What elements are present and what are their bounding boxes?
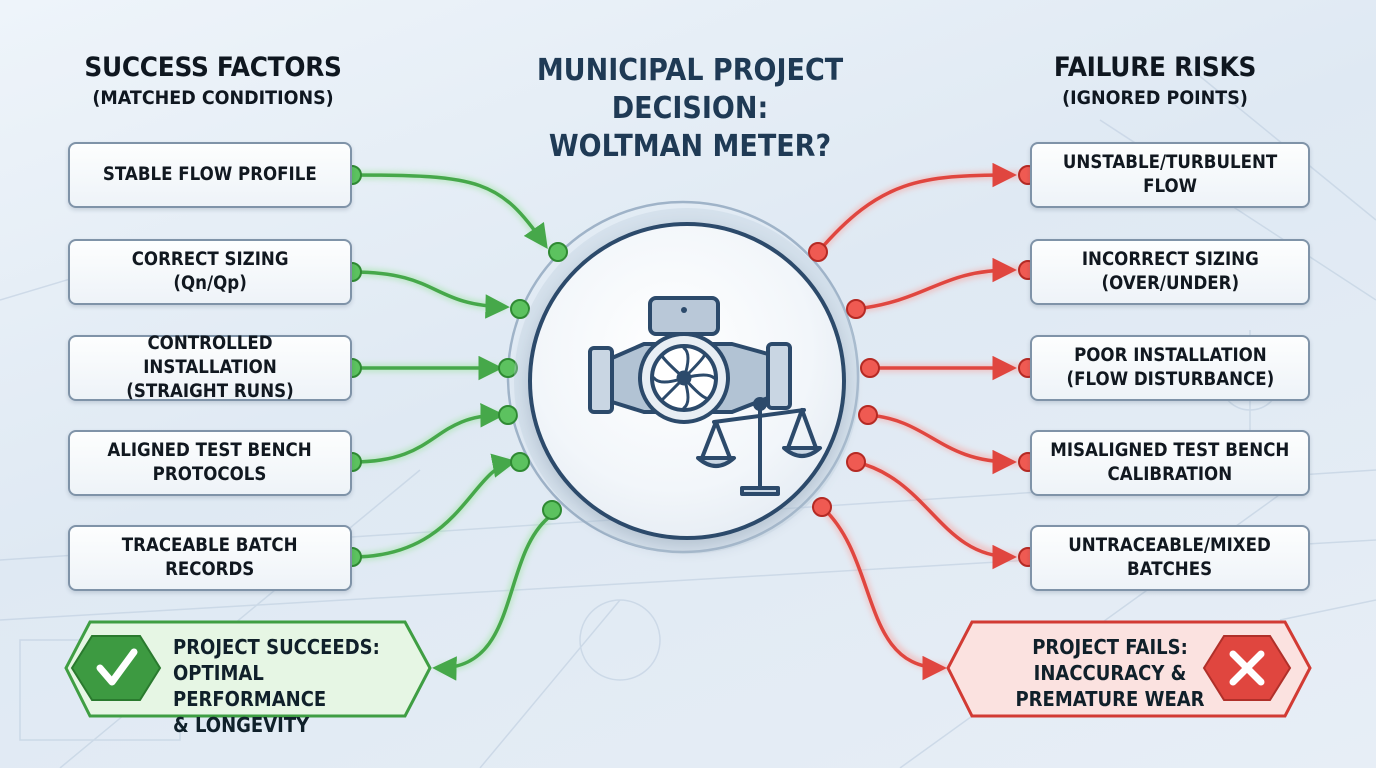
- connector-success-4: [351, 403, 505, 464]
- failure-risk-label: UNSTABLE/TURBULENT FLOW: [1062, 152, 1278, 197]
- success-factor-label: CORRECT SIZING (Qn/Qp): [131, 249, 289, 294]
- success-factor-box: ALIGNED TEST BENCH PROTOCOLS: [68, 430, 352, 496]
- title-line-2: DECISION:: [611, 91, 769, 126]
- success-factor-label: ALIGNED TEST BENCH PROTOCOLS: [107, 440, 313, 485]
- success-outcome-banner: [64, 620, 432, 718]
- node-dot: [498, 405, 518, 425]
- node-dot: [498, 358, 518, 378]
- title-line-1: MUNICIPAL PROJECT: [536, 53, 844, 88]
- water-meter-with-scale-icon: [588, 296, 822, 496]
- success-outcome-text: PROJECT SUCCEEDS: OPTIMAL PERFORMANCE & …: [173, 634, 407, 738]
- node-dot: [858, 405, 878, 425]
- node-dot: [846, 299, 866, 319]
- title-line-3: WOLTMAN METER?: [548, 129, 832, 164]
- failure-risks-heading: FAILURE RISKS (IGNORED POINTS): [1010, 52, 1300, 109]
- failure-risk-box: POOR INSTALLATION (FLOW DISTURBANCE): [1030, 335, 1310, 401]
- success-factors-title: SUCCESS FACTORS: [84, 52, 342, 83]
- page-title: MUNICIPAL PROJECT DECISION: WOLTMAN METE…: [519, 52, 861, 166]
- success-outcome-line: OPTIMAL PERFORMANCE: [173, 661, 327, 711]
- cross-icon: [1202, 635, 1292, 701]
- failure-risk-box: UNTRACEABLE/MIXED BATCHES: [1030, 525, 1310, 591]
- success-factor-box: CORRECT SIZING (Qn/Qp): [68, 239, 352, 305]
- failure-risks-title: FAILURE RISKS: [1053, 52, 1257, 83]
- success-factors-subtitle: (MATCHED CONDITIONS): [92, 87, 334, 109]
- failure-outcome-line: PREMATURE WEAR: [1015, 687, 1205, 711]
- decision-hub: [528, 222, 846, 540]
- success-factor-box: CONTROLLED INSTALLATION (STRAIGHT RUNS): [68, 333, 352, 402]
- checkmark-icon: [70, 635, 162, 701]
- failure-risks-subtitle: (IGNORED POINTS): [1062, 87, 1248, 109]
- success-factor-box: TRACEABLE BATCH RECORDS: [68, 525, 352, 591]
- failure-outcome-banner: [946, 620, 1312, 718]
- success-factor-label: TRACEABLE BATCH RECORDS: [122, 535, 298, 580]
- success-outcome-line: & LONGEVITY: [173, 713, 310, 737]
- failure-risk-box: UNSTABLE/TURBULENT FLOW: [1030, 142, 1310, 208]
- connector-failure-2: [855, 257, 1017, 311]
- success-factors-heading: SUCCESS FACTORS (MATCHED CONDITIONS): [68, 52, 358, 109]
- connector-success-5: [351, 453, 517, 559]
- node-dot: [510, 299, 530, 319]
- node-dot: [510, 452, 530, 472]
- connector-failure-outcome: [820, 505, 947, 681]
- failure-outcome-line: INACCURACY &: [1033, 661, 1187, 685]
- success-factor-label: CONTROLLED INSTALLATION (STRAIGHT RUNS): [126, 333, 294, 402]
- node-dot: [542, 500, 562, 520]
- connector-success-outcome: [432, 516, 550, 681]
- connector-failure-4: [867, 413, 1017, 475]
- success-factor-label: STABLE FLOW PROFILE: [103, 164, 317, 185]
- failure-risk-box: MISALIGNED TEST BENCH CALIBRATION: [1030, 430, 1310, 496]
- success-factor-box: STABLE FLOW PROFILE: [68, 142, 352, 208]
- connector-failure-5: [855, 460, 1017, 570]
- failure-risk-label: UNTRACEABLE/MIXED BATCHES: [1068, 535, 1272, 580]
- failure-outcome-line: PROJECT FAILS:: [1032, 635, 1188, 659]
- failure-outcome-text: PROJECT FAILS: INACCURACY & PREMATURE WE…: [1011, 634, 1209, 712]
- node-dot: [548, 242, 568, 262]
- connector-success-2: [351, 270, 510, 319]
- failure-risk-label: POOR INSTALLATION (FLOW DISTURBANCE): [1066, 345, 1274, 390]
- connector-success-1: [351, 173, 548, 250]
- failure-risk-label: MISALIGNED TEST BENCH CALIBRATION: [1050, 440, 1290, 485]
- success-outcome-line: PROJECT SUCCEEDS:: [173, 635, 380, 659]
- node-dot: [808, 242, 828, 262]
- node-dot: [846, 452, 866, 472]
- connector-failure-1: [816, 162, 1017, 254]
- failure-risk-box: INCORRECT SIZING (OVER/UNDER): [1030, 239, 1310, 305]
- node-dot: [812, 497, 832, 517]
- node-dot: [860, 358, 880, 378]
- failure-risk-label: INCORRECT SIZING (OVER/UNDER): [1081, 249, 1259, 294]
